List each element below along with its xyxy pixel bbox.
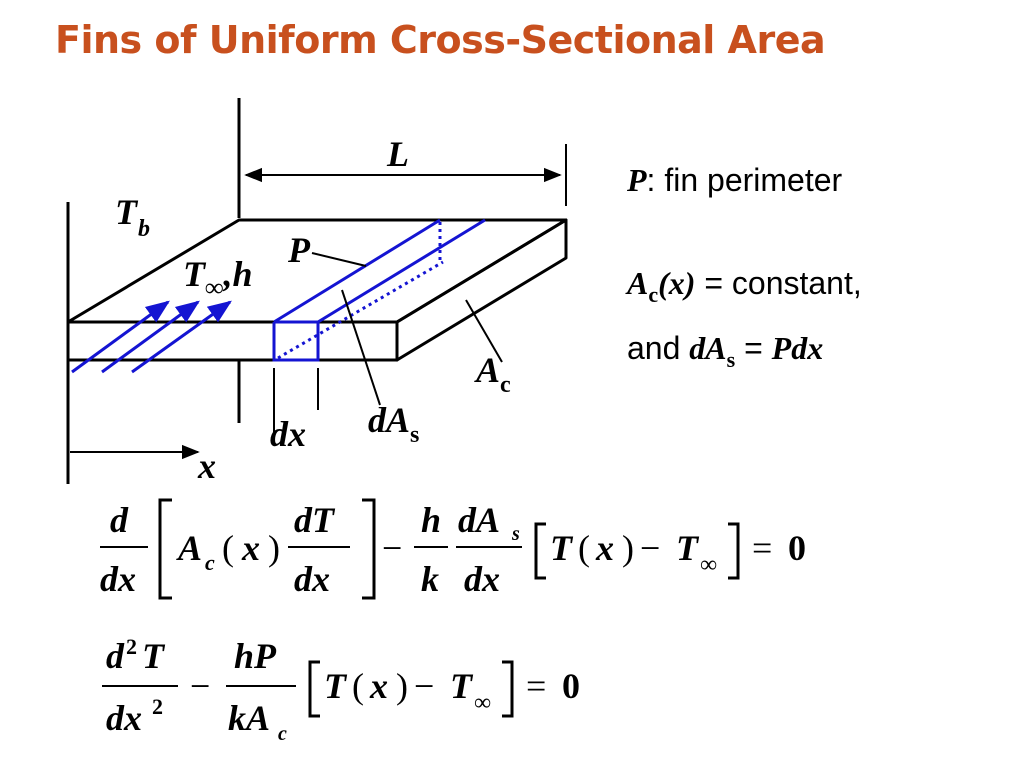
label-Ac: Ac [474, 350, 511, 398]
area-constant-note: Ac(x) = constant, [627, 265, 862, 307]
svg-text:−: − [382, 528, 402, 568]
svg-text:−: − [414, 666, 434, 706]
area-subscript: c [648, 282, 659, 307]
label-Tinf-h: T∞,h [183, 254, 253, 302]
svg-text:(: ( [222, 528, 234, 568]
svg-text:s: s [511, 523, 520, 545]
svg-text:): ) [268, 528, 280, 568]
area-argument: (x) [658, 265, 696, 301]
svg-text:d: d [110, 500, 129, 540]
svg-text:T: T [550, 528, 574, 568]
svg-text:hP: hP [234, 636, 277, 676]
svg-text:c: c [205, 550, 215, 575]
and-text: and [627, 330, 690, 366]
fluid-flow-arrows [71, 300, 232, 374]
label-dAs: dAs [368, 400, 419, 448]
svg-text:∞: ∞ [474, 690, 491, 716]
surface-area-note: and dAs = Pdx [627, 330, 824, 372]
svg-text:d: d [106, 636, 125, 676]
svg-text:dx: dx [106, 698, 142, 738]
pdx-text: Pdx [771, 330, 824, 366]
leader-lines [273, 252, 503, 440]
svg-text:−: − [190, 666, 210, 706]
svg-text:k: k [421, 559, 439, 599]
svg-text:dx: dx [464, 559, 500, 599]
svg-text:h: h [421, 500, 441, 540]
area-constant-text: = constant, [695, 265, 862, 301]
svg-text:dA: dA [458, 500, 500, 540]
svg-text:dx: dx [294, 559, 330, 599]
svg-text:x: x [241, 528, 260, 568]
svg-text:T: T [324, 666, 348, 706]
svg-text:0: 0 [562, 666, 580, 706]
svg-text:x: x [595, 528, 614, 568]
label-Tb: Tb [115, 192, 150, 242]
area-symbol: A [627, 265, 649, 301]
svg-text:kA: kA [228, 698, 270, 738]
svg-text:c: c [278, 723, 287, 745]
svg-text:T: T [450, 666, 474, 706]
svg-text:∞: ∞ [700, 552, 717, 578]
perimeter-symbol: P [627, 162, 647, 198]
label-dx: dx [270, 414, 306, 454]
perimeter-note: P: fin perimeter [627, 162, 842, 199]
svg-text:): ) [622, 528, 634, 568]
svg-text:=: = [752, 528, 772, 568]
svg-text:T: T [676, 528, 700, 568]
svg-text:dT: dT [294, 500, 336, 540]
surface-area-subscript: s [726, 347, 736, 372]
svg-text:−: − [640, 528, 660, 568]
svg-text:2: 2 [152, 694, 163, 719]
svg-text:(: ( [352, 666, 364, 706]
differential-element [272, 218, 486, 362]
svg-text:=: = [526, 666, 546, 706]
svg-text:x: x [369, 666, 388, 706]
svg-text:): ) [396, 666, 408, 706]
equation-1: d dx A c ( x ) dT dx − h k dA s dx T ( x… [100, 498, 806, 600]
equation-2: d 2 T dx 2 − hP kA c T ( x ) − T ∞ = 0 [102, 634, 580, 745]
svg-text:A: A [176, 528, 202, 568]
surface-area-symbol: dA [689, 330, 727, 366]
base-wall [66, 98, 241, 484]
svg-text:2: 2 [126, 634, 137, 659]
perimeter-text: : fin perimeter [646, 162, 843, 198]
svg-text:dx: dx [100, 559, 136, 599]
equals-text: = [735, 330, 772, 366]
label-x: x [197, 446, 216, 486]
svg-text:T: T [142, 636, 166, 676]
svg-text:(: ( [578, 528, 590, 568]
page-title: Fins of Uniform Cross-Sectional Area [55, 18, 826, 62]
length-dimension [244, 144, 567, 206]
label-P: P [287, 230, 311, 270]
label-L: L [386, 134, 409, 174]
svg-text:0: 0 [788, 528, 806, 568]
